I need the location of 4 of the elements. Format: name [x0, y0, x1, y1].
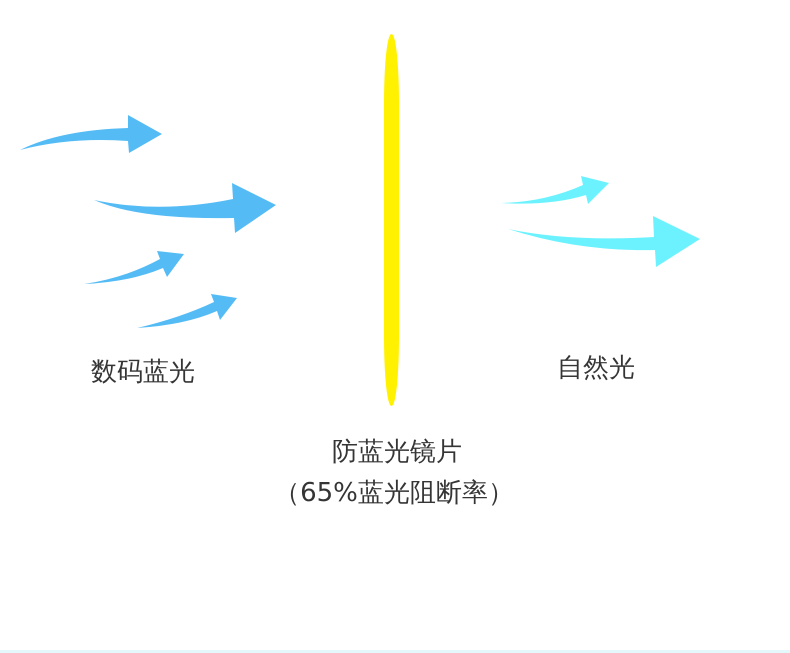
light-label: 自然光 — [557, 352, 635, 384]
lens-title: 防蓝光镜片 — [332, 436, 462, 468]
light-label: 数码蓝光 — [91, 356, 195, 388]
lens-caption: （65%蓝光阻断率） — [274, 477, 514, 509]
